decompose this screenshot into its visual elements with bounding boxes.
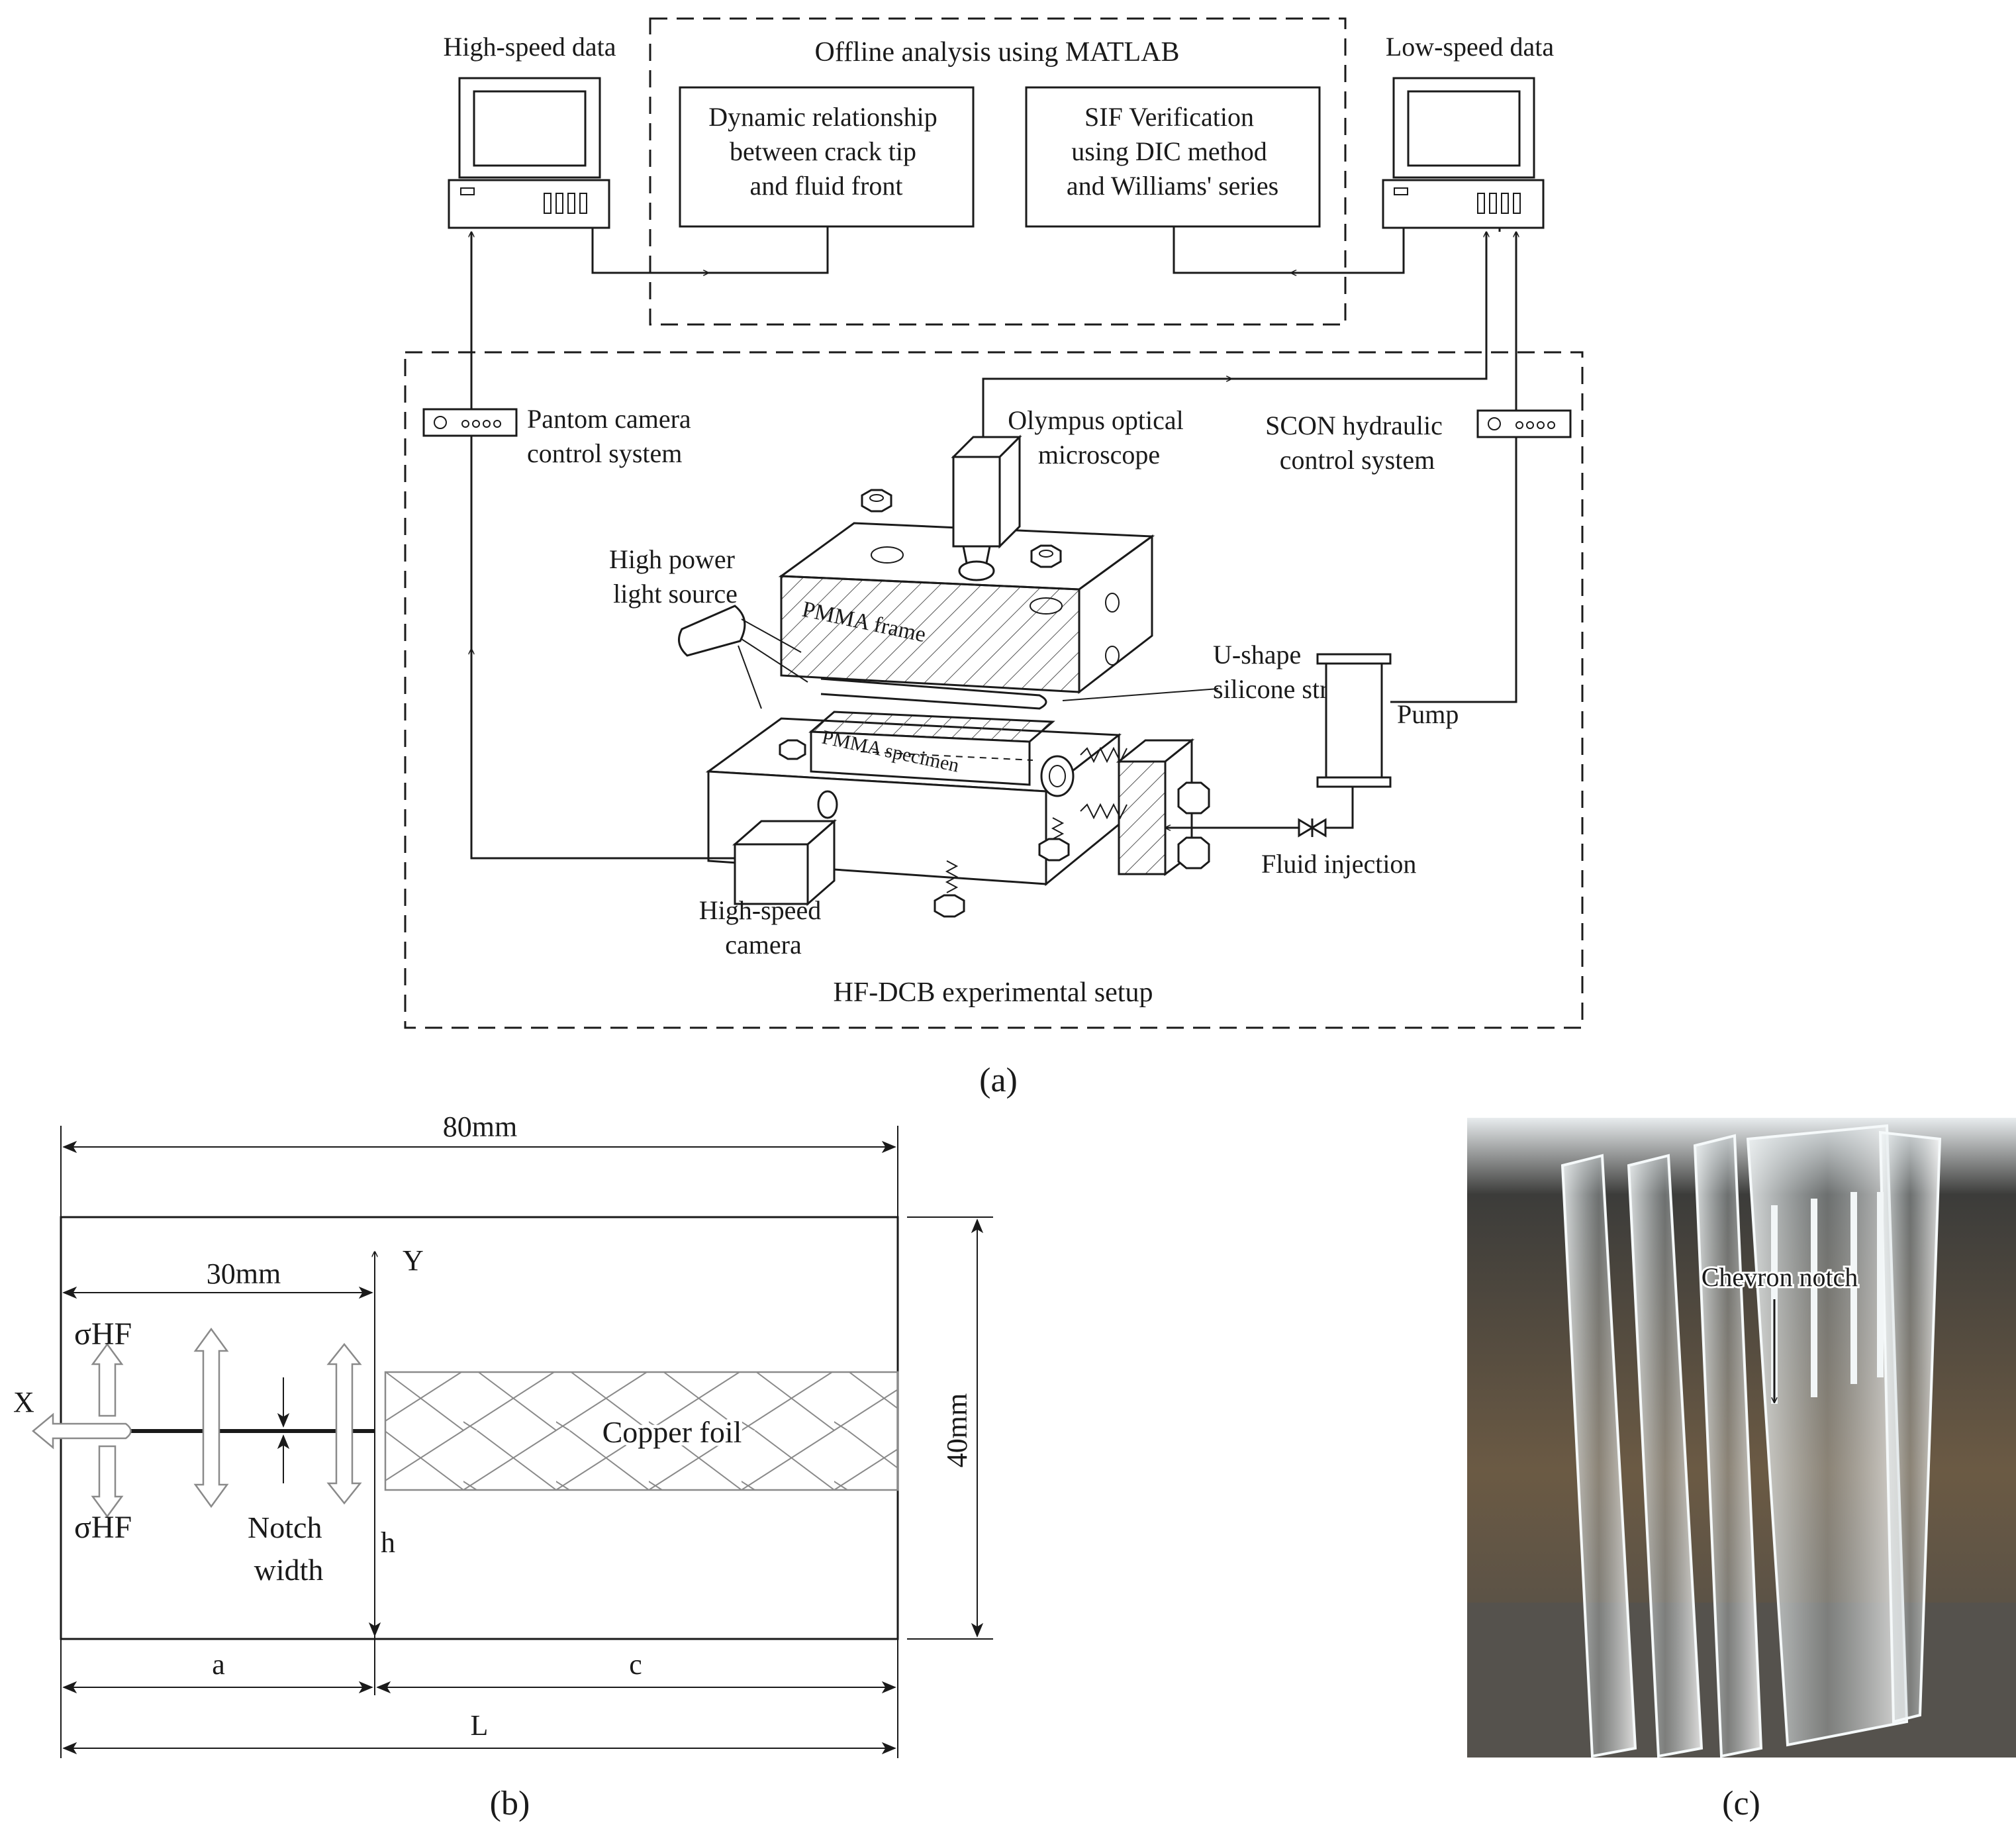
scon-line2: control system: [1280, 445, 1435, 475]
svg-text:Pantom camera control sy: Pantom camera control system: [527, 404, 698, 468]
offline-analysis-frame: [649, 17, 1347, 326]
olympus-line2: microscope: [1038, 440, 1160, 470]
box-sif-verification: [1025, 86, 1321, 228]
olympus-line1: Olympus optical: [1008, 405, 1184, 435]
setup-frame: [404, 351, 1584, 1029]
a-label: a: [212, 1648, 225, 1681]
camera-signal-line: [470, 436, 735, 860]
offline-title: Offline analysis using MATLAB: [814, 37, 1179, 68]
svg-text:SIF Verification using D: SIF Verification using DIC method and Wi…: [1067, 102, 1278, 201]
copper-foil-region: [384, 1371, 899, 1491]
sigma-arrow-icon: [91, 1327, 362, 1518]
notch-width-line2: width: [254, 1553, 324, 1587]
hf-dcb-apparatus: PMMA specimen PMMA frame: [678, 434, 1210, 918]
pantom-controller-icon: [422, 408, 518, 437]
box-sif-line1: SIF Verification: [1084, 102, 1254, 132]
scon-line1: SCON hydraulic: [1265, 411, 1443, 440]
y-axis-label: Y: [403, 1244, 424, 1277]
box-dynamic-line1: Dynamic relationship: [708, 102, 937, 132]
microscope-signal-line: [982, 379, 1231, 437]
bolt-icon: [779, 489, 1070, 918]
pantom-line1: Pantom camera: [527, 404, 691, 434]
high-speed-computer-icon: [448, 77, 610, 229]
panel-a-label: (a): [979, 1062, 1018, 1099]
box-sif-line2: using DIC method: [1071, 136, 1267, 166]
pump-label: Pump: [1397, 699, 1459, 729]
panel-a: Offline analysis using MATLAB Dynamic re…: [404, 17, 1584, 1099]
chevron-notch-label: Chevron notch: [1702, 1262, 1858, 1292]
pantom-line2: control system: [527, 438, 682, 468]
svg-text:High-speed camera: High-speed camera: [699, 895, 828, 960]
svg-text:Olympus optical microsco: Olympus optical microscope: [1008, 405, 1190, 470]
high-speed-data-label: High-speed data: [443, 32, 616, 62]
u-shape-line1: U-shape: [1213, 640, 1301, 669]
svg-text:High power light source: High power light source: [609, 544, 742, 609]
high-speed-camera-line1: High-speed: [699, 895, 821, 925]
box-dynamic-relationship: [679, 86, 975, 228]
high-speed-camera-line2: camera: [725, 930, 802, 960]
box-sif-line3: and Williams' series: [1067, 171, 1278, 201]
panel-c-label: (c): [1722, 1785, 1760, 1822]
dim-30mm-label: 30mm: [207, 1258, 281, 1290]
svg-text:Notch width: Notch width: [248, 1510, 330, 1587]
sigma-bottom-label: σHF: [74, 1510, 132, 1545]
notch-width-line1: Notch: [248, 1510, 322, 1544]
setup-title: HF-DCB experimental setup: [834, 977, 1153, 1008]
x-axis-label: X: [13, 1386, 34, 1418]
copper-foil-label: Copper foil: [602, 1415, 742, 1449]
panel-b-label: (b): [490, 1785, 530, 1822]
box-dynamic-line3: and fluid front: [749, 171, 902, 201]
low-speed-data-label: Low-speed data: [1386, 32, 1555, 62]
svg-text:SCON hydraulic control s: SCON hydraulic control system: [1265, 411, 1449, 475]
c-label: c: [629, 1648, 642, 1681]
h-label: h: [381, 1526, 395, 1559]
box-dynamic-line2: between crack tip: [730, 136, 916, 166]
high-speed-to-analysis-arrow: [591, 228, 708, 273]
acrylic-plates: [1560, 1124, 1942, 1758]
sigma-top-label: σHF: [74, 1316, 132, 1352]
low-speed-computer-icon: [1382, 77, 1545, 229]
scon-controller-icon: [1476, 409, 1572, 438]
low-speed-to-sif-arrow: [1291, 228, 1405, 273]
panel-c: Chevron notch (c): [1467, 1118, 2016, 1822]
x-axis-arrow: [32, 1412, 132, 1450]
svg-text:Dynamic relationship bet: Dynamic relationship between crack tip a…: [708, 102, 943, 201]
fluid-injection-label: Fluid injection: [1261, 849, 1416, 879]
panel-b: 80mm Copper foil 30mm Y h X σHF σHF: [13, 1111, 993, 1822]
light-source-line2: light source: [613, 579, 738, 609]
pump-icon: [1316, 653, 1392, 788]
L-label: L: [471, 1709, 489, 1742]
dim-40mm-label: 40mm: [941, 1393, 973, 1467]
dim-80mm-label: 80mm: [443, 1111, 517, 1143]
light-source-line1: High power: [609, 544, 735, 574]
pump-signal-line: [1390, 437, 1517, 703]
